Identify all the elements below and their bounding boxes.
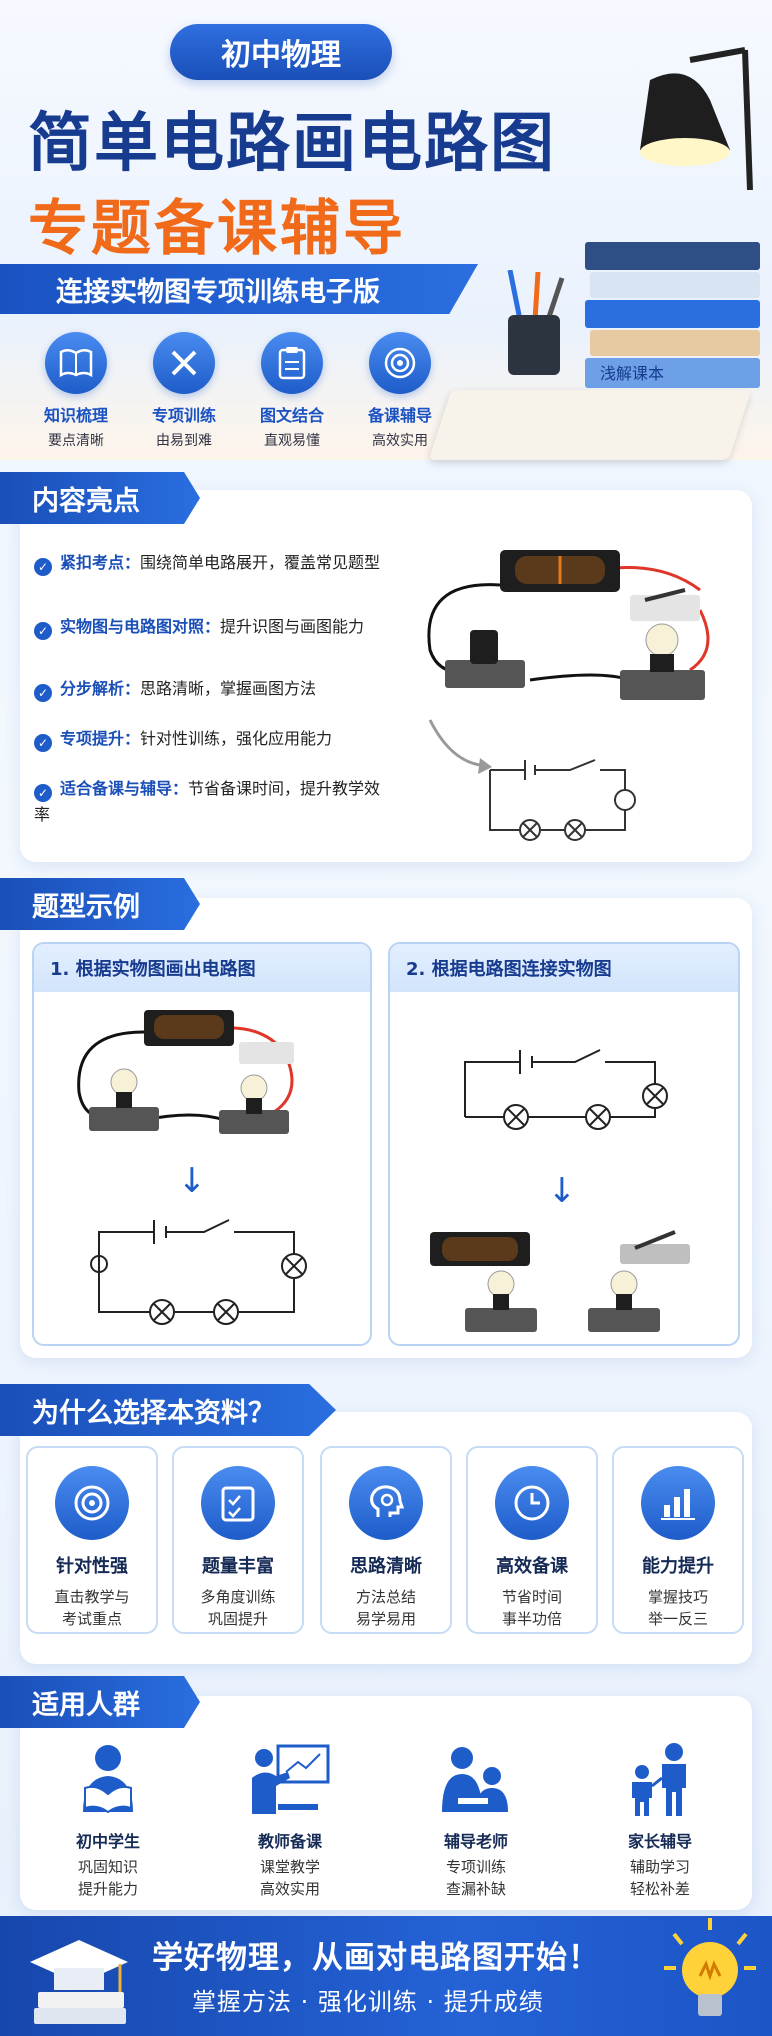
footer-banner xyxy=(0,1916,772,2036)
checklist-icon xyxy=(201,1466,275,1540)
highlight-item: ✓分步解析：思路清晰，掌握画图方法 xyxy=(34,676,394,702)
teacher-board-icon xyxy=(252,1744,330,1814)
check-icon: ✓ xyxy=(34,558,52,576)
audience-teachers: 教师备课 课堂教学高效实用 xyxy=(210,1742,370,1900)
pencil-ruler-icon xyxy=(153,332,215,394)
audience-tutors: 辅导老师 专项训练查漏补缺 xyxy=(396,1742,556,1900)
highlight-item: ✓适合备课与辅导：节省备课时间，提升教学效率 xyxy=(34,779,381,824)
feature-illustrated: 图文结合 直观易懂 xyxy=(238,332,346,450)
svg-text:浅解课本: 浅解课本 xyxy=(600,365,664,383)
why-card-targeted: 针对性强 直击教学与考试重点 xyxy=(26,1446,158,1634)
why-card-efficient: 高效备课 节省时间事半功倍 xyxy=(466,1446,598,1634)
target-icon xyxy=(369,332,431,394)
subject-pill: 初中物理 xyxy=(170,24,392,80)
open-notebook-icon xyxy=(428,390,752,460)
check-icon: ✓ xyxy=(34,684,52,702)
brain-gear-icon xyxy=(349,1466,423,1540)
physical-circuit-illustration xyxy=(427,550,710,841)
why-card-clear: 思路清晰 方法总结易学易用 xyxy=(320,1446,452,1634)
footer-slogan: 学好物理，从画对电路图开始！ xyxy=(152,1940,600,1976)
example-2-illustration: ↓ xyxy=(430,1049,690,1332)
student-reading-icon xyxy=(83,1745,133,1814)
highlight-item: ✓实物图与电路图对照：提升识图与画图能力 xyxy=(34,614,394,640)
audience-heading: 适用人群 xyxy=(0,1676,200,1728)
highlight-item: ✓专项提升：针对性训练，强化应用能力 xyxy=(34,726,394,752)
target-icon xyxy=(55,1466,129,1540)
feature-training: 专项训练 由易到难 xyxy=(130,332,238,450)
example-card-1-title: 1. 根据实物图画出电路图 xyxy=(34,944,370,992)
main-title: 简单电路画电路图 xyxy=(28,107,556,181)
check-icon: ✓ xyxy=(34,734,52,752)
parent-child-icon xyxy=(632,1743,686,1816)
highlight-item: ✓紧扣考点：围绕简单电路展开，覆盖常见题型 xyxy=(34,550,394,576)
tutor-student-icon xyxy=(442,1747,508,1812)
lightbulb-icon xyxy=(664,1918,756,2016)
example-card-2: 2. 根据电路图连接实物图 ↓ xyxy=(388,942,740,1346)
check-icon: ✓ xyxy=(34,784,52,802)
footer-tagline: 掌握方法 · 强化训练 · 提升成绩 xyxy=(192,1988,544,2016)
svg-text:↓: ↓ xyxy=(548,1171,577,1211)
hero-banner: 连接实物图专项训练电子版 xyxy=(0,264,478,314)
feature-knowledge: 知识梳理 要点清晰 xyxy=(22,332,130,450)
books-stack-icon: 浅解课本 xyxy=(585,242,760,388)
bar-chart-icon xyxy=(641,1466,715,1540)
svg-text:↓: ↓ xyxy=(178,1161,207,1201)
feature-tutoring: 备课辅导 高效实用 xyxy=(346,332,454,450)
audience-card xyxy=(20,1696,752,1910)
check-icon: ✓ xyxy=(34,622,52,640)
why-card-rich: 题量丰富 多角度训练巩固提升 xyxy=(172,1446,304,1634)
highlights-heading: 内容亮点 xyxy=(0,472,200,524)
clipboard-icon xyxy=(261,332,323,394)
example-card-2-title: 2. 根据电路图连接实物图 xyxy=(390,944,738,992)
book-icon xyxy=(45,332,107,394)
examples-heading: 题型示例 xyxy=(0,878,200,930)
example-card-1: 1. 根据实物图画出电路图 ↓ xyxy=(32,942,372,1346)
audience-students: 初中学生 巩固知识提升能力 xyxy=(28,1742,188,1900)
desk-lamp-icon xyxy=(640,47,753,190)
why-card-ability: 能力提升 掌握技巧举一反三 xyxy=(612,1446,744,1634)
audience-parents: 家长辅导 辅助学习轻松补差 xyxy=(580,1742,740,1900)
sub-title: 专题备课辅导 xyxy=(28,194,406,264)
example-1-illustration: ↓ xyxy=(77,1010,307,1325)
clock-icon xyxy=(495,1466,569,1540)
why-heading: 为什么选择本资料？ xyxy=(0,1384,336,1436)
pencil-cup-icon xyxy=(507,270,565,375)
graduation-cap-books-icon xyxy=(30,1940,128,2024)
